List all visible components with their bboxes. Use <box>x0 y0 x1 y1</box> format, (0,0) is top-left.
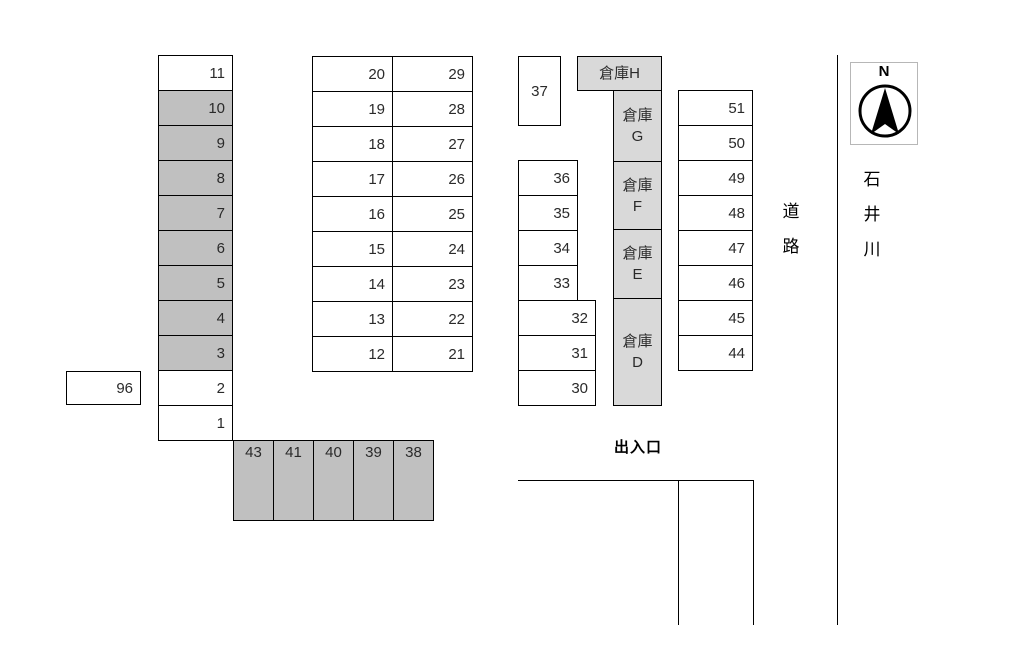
road-label: 道路 <box>782 202 800 256</box>
warehouse-label-prefix: 倉庫 <box>622 107 653 124</box>
parking-space-32: 32 <box>518 300 596 336</box>
parking-space-38: 38 <box>393 440 434 521</box>
warehouse-label-letter: D <box>632 354 643 371</box>
warehouse-label-letter: F <box>632 197 643 215</box>
parking-space-37: 37 <box>518 56 561 126</box>
parking-space-17: 17 <box>312 161 393 197</box>
curb-vertical-left <box>678 480 679 625</box>
parking-space-50: 50 <box>678 125 753 161</box>
parking-space-12: 12 <box>312 336 393 372</box>
parking-space-8: 8 <box>158 160 233 196</box>
parking-space-30: 30 <box>518 370 596 406</box>
warehouse-H: 倉庫H <box>577 56 662 91</box>
parking-space-5: 5 <box>158 265 233 301</box>
parking-space-26: 26 <box>392 161 473 197</box>
parking-space-14: 14 <box>312 266 393 302</box>
warehouse-label-letter: E <box>632 266 643 283</box>
warehouse-label-prefix: 倉庫 <box>622 333 653 350</box>
parking-space-4: 4 <box>158 300 233 336</box>
warehouse-label-prefix: 倉庫 <box>622 176 653 194</box>
parking-space-13: 13 <box>312 301 393 337</box>
parking-space-46: 46 <box>678 265 753 301</box>
parking-space-2: 2 <box>158 370 233 406</box>
warehouse-label-letter: G <box>631 128 644 145</box>
north-arrow-icon <box>858 84 912 138</box>
parking-space-34: 34 <box>518 230 578 266</box>
warehouse-label-prefix: 倉庫 <box>622 245 653 262</box>
parking-space-49: 49 <box>678 160 753 196</box>
curb-vertical-right <box>753 480 754 625</box>
parking-space-15: 15 <box>312 231 393 267</box>
river-boundary <box>837 55 838 625</box>
parking-space-27: 27 <box>392 126 473 162</box>
parking-space-11: 11 <box>158 55 233 91</box>
parking-space-51: 51 <box>678 90 753 126</box>
parking-space-18: 18 <box>312 126 393 162</box>
parking-space-36: 36 <box>518 160 578 196</box>
parking-space-6: 6 <box>158 230 233 266</box>
warehouse-E: 倉庫 E <box>613 229 662 299</box>
parking-space-28: 28 <box>392 91 473 127</box>
parking-space-41: 41 <box>273 440 314 521</box>
parking-space-96: 96 <box>66 371 141 405</box>
curb-horizontal <box>518 480 754 481</box>
parking-space-33: 33 <box>518 265 578 301</box>
parking-space-7: 7 <box>158 195 233 231</box>
parking-space-3: 3 <box>158 335 233 371</box>
parking-space-40: 40 <box>313 440 354 521</box>
parking-space-24: 24 <box>392 231 473 267</box>
parking-space-39: 39 <box>353 440 394 521</box>
parking-space-44: 44 <box>678 335 753 371</box>
parking-space-29: 29 <box>392 56 473 92</box>
entrance-label: 出入口 <box>614 439 663 456</box>
compass-icon: N <box>850 62 918 145</box>
compass-north-label: N <box>878 63 890 80</box>
parking-space-31: 31 <box>518 335 596 371</box>
parking-space-35: 35 <box>518 195 578 231</box>
parking-space-43: 43 <box>233 440 274 521</box>
warehouse-G: 倉庫 G <box>613 90 662 162</box>
parking-space-19: 19 <box>312 91 393 127</box>
parking-space-47: 47 <box>678 230 753 266</box>
parking-space-10: 10 <box>158 90 233 126</box>
parking-space-25: 25 <box>392 196 473 232</box>
parking-space-1: 1 <box>158 405 233 441</box>
river-label: 石井川 <box>863 170 881 259</box>
parking-space-9: 9 <box>158 125 233 161</box>
parking-space-16: 16 <box>312 196 393 232</box>
parking-space-20: 20 <box>312 56 393 92</box>
parking-space-22: 22 <box>392 301 473 337</box>
parking-space-48: 48 <box>678 195 753 231</box>
parking-space-45: 45 <box>678 300 753 336</box>
parking-space-21: 21 <box>392 336 473 372</box>
warehouse-D: 倉庫 D <box>613 298 662 406</box>
warehouse-F: 倉庫 F <box>613 161 662 230</box>
parking-space-23: 23 <box>392 266 473 302</box>
